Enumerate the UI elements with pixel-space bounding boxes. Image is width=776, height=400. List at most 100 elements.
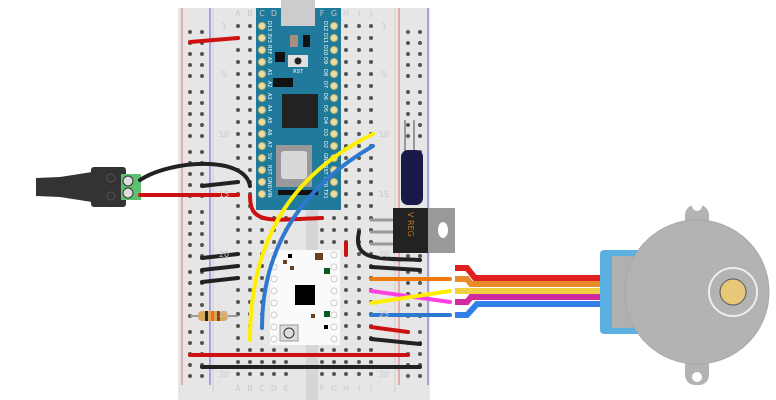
breadboard-hole[interactable] — [260, 228, 264, 232]
wire-red[interactable] — [188, 36, 240, 44]
breadboard-hole[interactable] — [236, 372, 240, 376]
breadboard-hole[interactable] — [248, 228, 252, 232]
breadboard-hole[interactable] — [357, 336, 361, 340]
wire-yellow[interactable] — [248, 132, 375, 342]
rail-hole[interactable] — [188, 363, 192, 367]
breadboard-hole[interactable] — [344, 372, 348, 376]
nano-pin[interactable] — [330, 118, 338, 126]
breadboard-hole[interactable] — [344, 300, 348, 304]
breadboard-hole[interactable] — [236, 324, 240, 328]
nano-pin[interactable] — [330, 142, 338, 150]
rail-hole[interactable] — [406, 63, 410, 67]
rail-hole[interactable] — [200, 112, 204, 116]
rail-hole[interactable] — [200, 101, 204, 105]
rail-hole[interactable] — [200, 292, 204, 296]
breadboard-hole[interactable] — [248, 60, 252, 64]
breadboard-hole[interactable] — [344, 324, 348, 328]
breadboard-hole[interactable] — [320, 240, 324, 244]
breadboard-hole[interactable] — [248, 240, 252, 244]
nano-pin[interactable] — [258, 130, 266, 138]
rail-hole[interactable] — [200, 210, 204, 214]
potentiometer[interactable] — [279, 324, 299, 342]
breadboard-hole[interactable] — [248, 168, 252, 172]
driver-pin[interactable] — [330, 275, 338, 283]
breadboard-hole[interactable] — [272, 348, 276, 352]
rail-hole[interactable] — [188, 90, 192, 94]
breadboard-hole[interactable] — [332, 240, 336, 244]
breadboard-hole[interactable] — [344, 120, 348, 124]
breadboard-hole[interactable] — [344, 132, 348, 136]
breadboard-hole[interactable] — [369, 192, 373, 196]
rail-hole[interactable] — [200, 90, 204, 94]
nano-pin[interactable] — [330, 94, 338, 102]
breadboard-hole[interactable] — [344, 108, 348, 112]
potentiometer-knob[interactable] — [283, 327, 295, 339]
rail-hole[interactable] — [188, 303, 192, 307]
breadboard-hole[interactable] — [357, 216, 361, 220]
rail-hole[interactable] — [418, 63, 422, 67]
breadboard-hole[interactable] — [344, 360, 348, 364]
rail-hole[interactable] — [406, 254, 410, 258]
nano-pin[interactable] — [258, 82, 266, 90]
wire-black[interactable] — [200, 264, 240, 272]
breadboard-hole[interactable] — [369, 84, 373, 88]
breadboard-hole[interactable] — [260, 360, 264, 364]
rail-hole[interactable] — [418, 90, 422, 94]
rail-hole[interactable] — [188, 74, 192, 78]
breadboard-hole[interactable] — [236, 228, 240, 232]
rail-hole[interactable] — [188, 210, 192, 214]
breadboard-hole[interactable] — [357, 300, 361, 304]
breadboard-hole[interactable] — [260, 348, 264, 352]
breadboard-hole[interactable] — [248, 48, 252, 52]
rail-hole[interactable] — [188, 52, 192, 56]
breadboard-hole[interactable] — [344, 216, 348, 220]
breadboard-hole[interactable] — [248, 72, 252, 76]
driver-pin[interactable] — [330, 311, 338, 319]
breadboard-hole[interactable] — [284, 360, 288, 364]
rail-hole[interactable] — [200, 172, 204, 176]
nano-pin[interactable] — [330, 130, 338, 138]
breadboard-hole[interactable] — [284, 240, 288, 244]
rail-hole[interactable] — [406, 52, 410, 56]
nano-pin[interactable] — [258, 178, 266, 186]
rail-hole[interactable] — [418, 303, 422, 307]
driver-pin[interactable] — [270, 275, 278, 283]
breadboard-hole[interactable] — [284, 348, 288, 352]
breadboard-hole[interactable] — [248, 96, 252, 100]
nano-pin[interactable] — [258, 58, 266, 66]
breadboard-hole[interactable] — [344, 312, 348, 316]
rail-hole[interactable] — [188, 63, 192, 67]
breadboard-hole[interactable] — [236, 48, 240, 52]
breadboard-hole[interactable] — [357, 204, 361, 208]
breadboard-hole[interactable] — [357, 96, 361, 100]
nano-pin[interactable] — [330, 58, 338, 66]
breadboard-hole[interactable] — [248, 156, 252, 160]
rail-hole[interactable] — [188, 292, 192, 296]
breadboard-hole[interactable] — [272, 360, 276, 364]
nano-pin[interactable] — [258, 166, 266, 174]
rail-hole[interactable] — [200, 134, 204, 138]
breadboard-hole[interactable] — [357, 48, 361, 52]
nano-pin[interactable] — [330, 34, 338, 42]
driver-pin[interactable] — [270, 311, 278, 319]
rail-hole[interactable] — [200, 330, 204, 334]
breadboard-hole[interactable] — [236, 240, 240, 244]
breadboard-hole[interactable] — [248, 216, 252, 220]
rail-hole[interactable] — [418, 101, 422, 105]
driver-pin[interactable] — [330, 251, 338, 259]
breadboard-hole[interactable] — [357, 252, 361, 256]
rail-hole[interactable] — [406, 123, 410, 127]
rail-hole[interactable] — [188, 150, 192, 154]
wire-black[interactable] — [200, 252, 240, 260]
breadboard-hole[interactable] — [248, 348, 252, 352]
breadboard-hole[interactable] — [344, 180, 348, 184]
breadboard-hole[interactable] — [357, 108, 361, 112]
rail-hole[interactable] — [418, 281, 422, 285]
driver-pin[interactable] — [330, 287, 338, 295]
rail-hole[interactable] — [188, 281, 192, 285]
breadboard-hole[interactable] — [248, 144, 252, 148]
breadboard-hole[interactable] — [260, 372, 264, 376]
rail-hole[interactable] — [406, 134, 410, 138]
wire-blue[interactable] — [260, 144, 375, 330]
rail-hole[interactable] — [188, 112, 192, 116]
